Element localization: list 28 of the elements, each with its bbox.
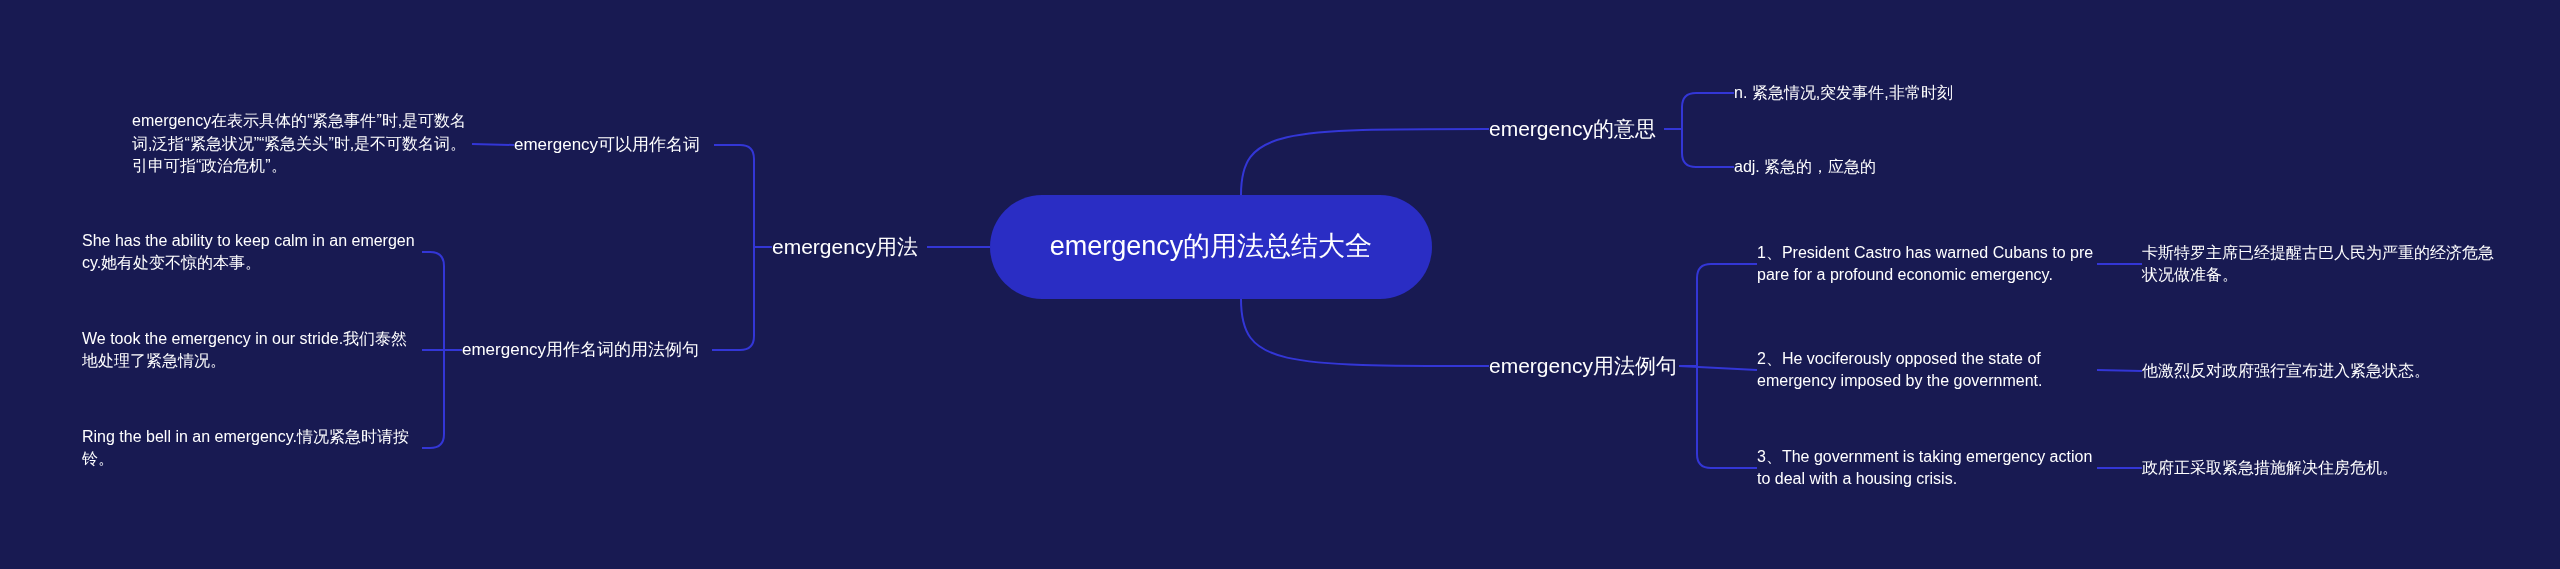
connector-line (2096, 263, 2143, 265)
connector-line (711, 246, 773, 351)
connector-line (1240, 298, 1490, 367)
branch-topic: emergency用法例句 (1489, 353, 1677, 380)
connector-line (2096, 369, 2143, 372)
leaf-text: 政府正采取紧急措施解决住房危机。 (2142, 457, 2398, 478)
leaf-text: 3、The government is taking emergency action to deal with a housing crisis. (1757, 446, 2094, 489)
leaf-text: She has the ability to keep calm in an emergency.她有处变不惊的本事。 (82, 230, 416, 273)
leaf-text: We took the emergency in our stride.我们泰然地处理了紧急情况。 (82, 328, 409, 371)
leaf-text: Ring the bell in an emergency.情况紧急时请按铃。 (82, 426, 410, 469)
connector-line (2096, 467, 2143, 469)
leaf-text: 1、President Castro has warned Cubans to prepare for a profound economic emergency. (1757, 242, 2095, 285)
connector-line (471, 143, 515, 146)
leaf-text: n. 紧急情况,突发事件,非常时刻 (1734, 82, 1953, 103)
subtopic: emergency用作名词的用法例句 (462, 339, 700, 362)
leaf-text: adj. 紧急的，应急的 (1734, 156, 1877, 177)
leaf-text: 2、He vociferously opposed the state of emergency imposed by the government. (1757, 348, 2044, 391)
leaf-text: 卡斯特罗主席已经提醒古巴人民为严重的经济危急状况做准备。 (2142, 242, 2495, 285)
subtopic: emergency可以用作名词 (514, 134, 701, 157)
connector-line (1240, 128, 1490, 196)
leaf-text: 他激烈反对政府强行宣布进入紧急状态。 (2142, 360, 2430, 381)
branch-topic: emergency用法 (772, 234, 918, 261)
connector-line (926, 246, 991, 248)
leaf-text: emergency在表示具体的“紧急事件”时,是可数名词,泛指“紧急状况”“紧急关头”时,是不可数名词。引申可指“政治危机”。 (132, 111, 468, 177)
branch-topic: emergency的意思 (1489, 116, 1656, 143)
connector-line (1663, 128, 1735, 168)
topic-title: emergency的用法总结大全 (1049, 230, 1373, 264)
connector-line (1678, 365, 1758, 469)
